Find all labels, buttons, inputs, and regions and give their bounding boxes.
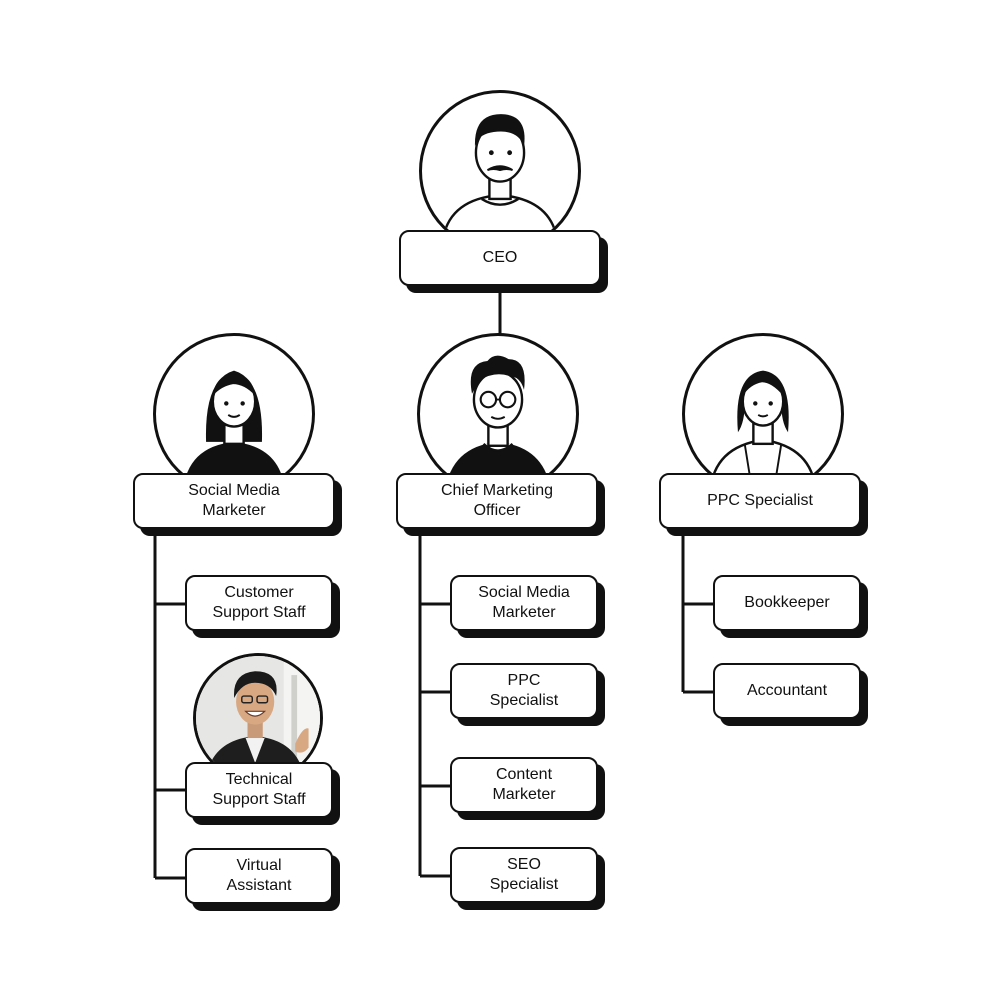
ceo-box[interactable]: CEO <box>399 230 601 286</box>
box-label-line: Accountant <box>746 682 828 699</box>
box-label-line: PPC <box>507 672 541 689</box>
man-mustache-icon <box>441 114 559 239</box>
box-label-line: Social Media <box>188 482 280 499</box>
box-label-line: SEO <box>507 856 541 873</box>
ppc-specialist-avatar <box>682 333 844 495</box>
customer-support-staff-box[interactable]: Customer Support Staff <box>185 575 333 631</box>
box-label-line: Officer <box>473 502 521 519</box>
woman-long-hair-icon <box>182 370 286 492</box>
ceo-label: CEO <box>482 249 518 266</box>
box-label-line: Support Staff <box>212 791 306 808</box>
cmo-box[interactable]: Chief Marketing Officer <box>396 473 598 529</box>
man-glasses-icon <box>445 355 551 492</box>
box-label-line: Customer <box>224 584 294 601</box>
cmo-avatar <box>417 333 579 495</box>
bookkeeper-box[interactable]: Bookkeeper <box>713 575 861 631</box>
box-label-line: Social Media <box>478 584 570 601</box>
technical-support-staff-box[interactable]: Technical Support Staff <box>185 762 333 818</box>
accountant-box[interactable]: Accountant <box>713 663 861 719</box>
mid-social-media-marketer-box[interactable]: Social Media Marketer <box>450 575 598 631</box>
box-label-line: Assistant <box>226 877 292 894</box>
ppc-specialist-box[interactable]: PPC Specialist <box>659 473 861 529</box>
box-label-line: Technical <box>225 771 293 788</box>
box-label-line: Chief Marketing <box>440 482 554 499</box>
box-label-line: Support Staff <box>212 604 306 621</box>
box-label-line: Marketer <box>492 786 556 803</box>
box-label-line: Virtual <box>236 857 282 874</box>
box-label-line: Bookkeeper <box>744 594 830 611</box>
box-label-line: Marketer <box>492 604 556 621</box>
virtual-assistant-box[interactable]: Virtual Assistant <box>185 848 333 904</box>
mid-ppc-specialist-box[interactable]: PPC Specialist <box>450 663 598 719</box>
social-media-marketer-box[interactable]: Social Media Marketer <box>133 473 335 529</box>
box-label-line: Specialist <box>489 692 559 709</box>
box-label-line: PPC Specialist <box>707 492 813 509</box>
social-media-marketer-avatar <box>153 333 315 495</box>
person-photo-icon <box>196 656 320 780</box>
seo-specialist-box[interactable]: SEO Specialist <box>450 847 598 903</box>
technical-support-photo <box>193 653 323 783</box>
box-label-line: Marketer <box>202 502 266 519</box>
ceo-avatar <box>419 90 581 252</box>
content-marketer-box[interactable]: Content Marketer <box>450 757 598 813</box>
woman-short-hair-icon <box>708 370 818 492</box>
box-label-line: Content <box>495 766 553 783</box>
box-label-line: Specialist <box>489 876 559 893</box>
